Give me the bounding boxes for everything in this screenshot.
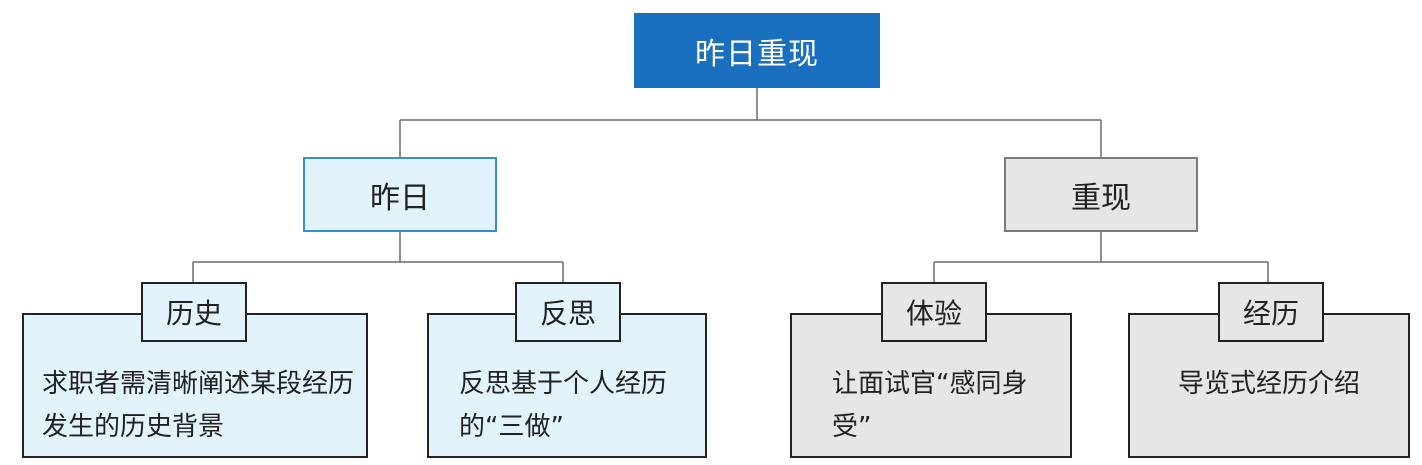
branch-yesterday: 昨日 [303,157,497,232]
tag-history: 历史 [141,282,247,342]
leaf-experience-text: 让面试官“感同身受” [832,369,1028,442]
tag-reflect: 反思 [515,282,621,342]
tag-reflect-label: 反思 [539,297,596,330]
root-label: 昨日重现 [695,36,819,72]
tag-journey-label: 经历 [1242,297,1299,330]
leaf-journey: 导览式经历介绍 [1128,313,1410,458]
leaf-reflect-text: 反思基于个人经历的“三做” [459,369,668,442]
root-node: 昨日重现 [634,13,880,88]
leaf-history-text: 求职者需清晰阐述某段经历发生的历史背景 [42,369,355,442]
tag-journey: 经历 [1218,282,1324,342]
branch-reappear: 重现 [1004,157,1198,232]
tag-experience: 体验 [881,282,987,342]
branch-reappear-label: 重现 [1071,180,1131,216]
leaf-journey-text: 导览式经历介绍 [1177,369,1360,399]
branch-yesterday-label: 昨日 [370,180,430,216]
tag-history-label: 历史 [165,297,222,330]
tag-experience-label: 体验 [905,297,962,330]
